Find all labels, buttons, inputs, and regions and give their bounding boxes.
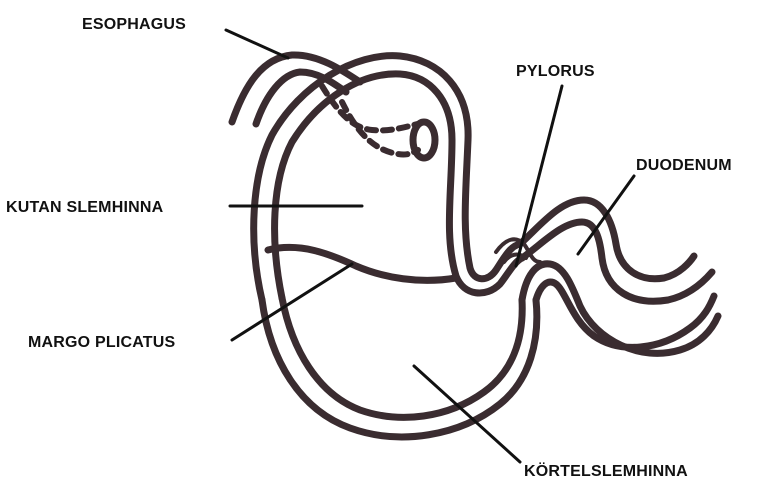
label-kutan-slemhinna: KUTAN SLEMHINNA — [6, 199, 164, 216]
label-margo-plicatus: MARGO PLICATUS — [28, 334, 176, 351]
duodenum-tube — [520, 200, 718, 353]
leader-esophagus — [226, 30, 288, 58]
label-duodenum: DUODENUM — [636, 157, 732, 174]
margo-plicatus-ridge — [268, 247, 456, 280]
label-esophagus: ESOPHAGUS — [82, 16, 186, 33]
label-pylorus: PYLORUS — [516, 63, 595, 80]
leader-pylorus — [516, 86, 562, 266]
leader-duodenum — [578, 176, 634, 254]
label-kortelslemhinna: KÖRTELSLEMHINNA — [524, 461, 688, 480]
